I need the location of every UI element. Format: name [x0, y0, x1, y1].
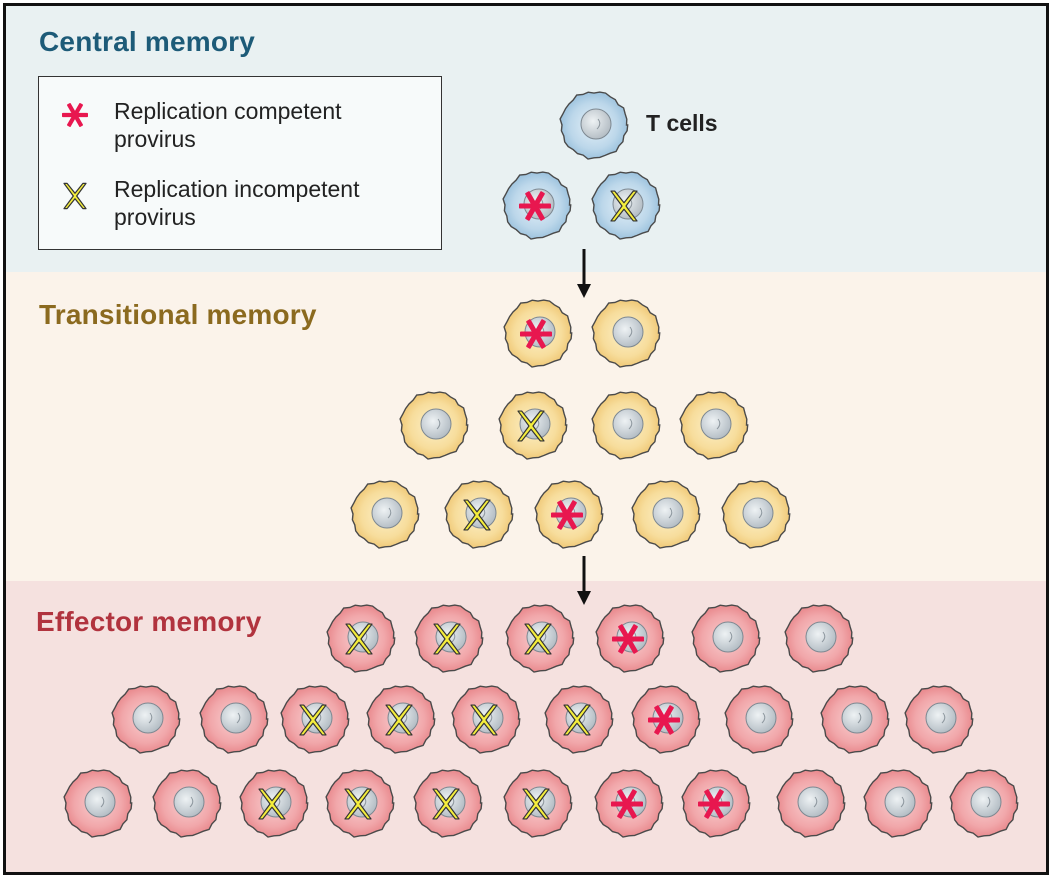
- cell-transitional-plain: [631, 480, 701, 549]
- cell-effector-x: [451, 685, 521, 754]
- cell-effector-x: [544, 685, 614, 754]
- legend: Replication competent provirus Replicati…: [38, 76, 442, 250]
- cell-effector-x: [503, 769, 573, 838]
- diagram-frame: Central memory Transitional memory Effec…: [3, 3, 1049, 875]
- star-icon: [648, 705, 680, 735]
- cell-effector-x: [280, 685, 350, 754]
- legend-competent-line1: Replication competent: [114, 98, 342, 124]
- x-mark-icon: [345, 623, 373, 655]
- cell-transitional-x: [498, 391, 568, 460]
- cell-effector-x: [505, 604, 575, 673]
- cell-effector-plain: [863, 769, 933, 838]
- cell-effector-star: [681, 769, 751, 838]
- star-icon: [612, 624, 644, 654]
- cell-effector-plain: [152, 769, 222, 838]
- legend-competent-label: Replication competent provirus: [114, 97, 434, 153]
- legend-incompetent-label: Replication incompetent provirus: [114, 175, 434, 231]
- cell-effector-plain: [776, 769, 846, 838]
- cell-effector-plain: [111, 685, 181, 754]
- cell-effector-plain: [820, 685, 890, 754]
- transitional-memory-title: Transitional memory: [39, 299, 317, 330]
- x-mark-icon: [63, 182, 87, 210]
- cell-transitional-plain: [679, 391, 749, 460]
- x-mark-icon: [258, 788, 286, 820]
- cell-transitional-plain: [350, 480, 420, 549]
- cell-effector-plain: [904, 685, 974, 754]
- cell-effector-plain: [949, 769, 1019, 838]
- cell-transitional-plain: [399, 391, 469, 460]
- x-mark-icon: [433, 623, 461, 655]
- x-mark-icon: [470, 704, 498, 736]
- cell-effector-x: [414, 604, 484, 673]
- arrow-transitional-to-effector: [577, 556, 591, 605]
- star-icon: [698, 789, 730, 819]
- cell-effector-x: [326, 604, 396, 673]
- x-mark-icon: [344, 788, 372, 820]
- cell-transitional-star: [534, 480, 604, 549]
- cell-effector-x: [325, 769, 395, 838]
- cell-central-plain: [559, 91, 629, 160]
- cell-central-star: [502, 171, 572, 240]
- x-mark-icon: [610, 190, 638, 222]
- cell-transitional-plain: [721, 480, 791, 549]
- arrow-central-to-transitional: [577, 249, 591, 298]
- x-mark-icon: [432, 788, 460, 820]
- cell-effector-star: [595, 604, 665, 673]
- star-icon: [611, 789, 643, 819]
- star-icon: [520, 319, 552, 349]
- legend-competent-line2: provirus: [114, 126, 196, 152]
- cell-effector-plain: [784, 604, 854, 673]
- x-mark-icon: [522, 788, 550, 820]
- effector-memory-title: Effector memory: [36, 606, 262, 637]
- x-mark-icon: [517, 410, 545, 442]
- star-icon: [519, 191, 551, 221]
- cell-effector-x: [239, 769, 309, 838]
- cell-transitional-star: [503, 299, 573, 368]
- t-cells-label: T cells: [646, 110, 718, 136]
- cell-effector-x: [366, 685, 436, 754]
- cell-effector-plain: [691, 604, 761, 673]
- cell-transitional-x: [444, 480, 514, 549]
- x-mark-icon: [524, 623, 552, 655]
- central-memory-title: Central memory: [39, 26, 255, 57]
- x-mark-icon: [563, 704, 591, 736]
- cell-transitional-plain: [591, 391, 661, 460]
- star-icon: [62, 102, 88, 128]
- cell-effector-plain: [63, 769, 133, 838]
- cell-effector-star: [631, 685, 701, 754]
- cell-diagram: [63, 91, 1019, 838]
- star-icon: [62, 102, 88, 128]
- x-mark-icon: [463, 499, 491, 531]
- cell-effector-star: [594, 769, 664, 838]
- cell-effector-plain: [724, 685, 794, 754]
- cell-effector-x: [413, 769, 483, 838]
- x-mark-icon: [63, 182, 87, 210]
- x-mark-icon: [299, 704, 327, 736]
- cell-central-x: [591, 171, 661, 240]
- legend-incompetent-line1: Replication incompetent: [114, 176, 360, 202]
- cell-effector-plain: [199, 685, 269, 754]
- legend-incompetent-line2: provirus: [114, 204, 196, 230]
- star-icon: [551, 500, 583, 530]
- x-mark-icon: [385, 704, 413, 736]
- cell-transitional-plain: [591, 299, 661, 368]
